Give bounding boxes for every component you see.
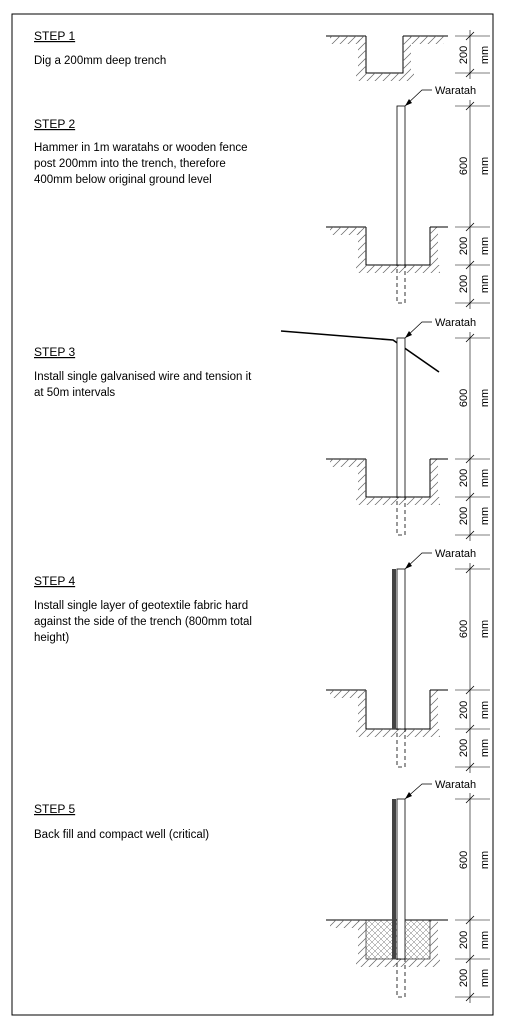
step-2: STEP 2 Hammer in 1m waratahs or wooden f… [34,85,491,309]
waratah-post [396,798,406,998]
step-1-line-1: Dig a 200mm deep trench [34,55,166,67]
step-4: STEP 4 Install single layer of geotextil… [34,548,491,773]
dimension-unit: mm [479,931,491,949]
waratah-post [396,337,406,536]
step-1: STEP 1 Dig a 200mm deep trench 200 mm [34,29,491,81]
dimension-unit: mm [479,739,491,757]
step-2-line-2: post 200mm into the trench, therefore [34,158,226,170]
trench-drawing [326,689,448,737]
dimension-value: 200 [458,237,470,255]
dimension-value: 600 [458,157,470,175]
backfilled-trench-drawing [326,919,448,967]
dimension-unit: mm [479,275,491,293]
dimension-unit: mm [479,969,491,987]
dimension-200: 200 mm [455,30,491,79]
waratah-callout: Waratah [404,779,476,800]
step-5-title: STEP 5 [34,802,75,816]
step-2-line-3: 400mm below original ground level [34,174,212,186]
dimension-value: 200 [458,701,470,719]
dimension-unit: mm [479,701,491,719]
waratah-label: Waratah [435,317,476,329]
trench-drawing [326,226,448,273]
waratah-callout: Waratah [404,85,476,107]
waratah-callout: Waratah [404,548,476,570]
step-3: STEP 3 Install single galvanised wire an… [34,317,491,541]
dimension-unit: mm [479,46,491,64]
geotextile-fabric [392,799,396,959]
dimension-value: 200 [458,275,470,293]
dimension-value: 200 [458,969,470,987]
geotextile-fabric [392,569,396,729]
dimension-value: 200 [458,739,470,757]
step-3-line-2: at 50m intervals [34,387,115,399]
step-1-title: STEP 1 [34,29,75,43]
step-4-title: STEP 4 [34,574,75,588]
step-4-line-2: against the side of the trench (800mm to… [34,616,252,628]
dimension-value: 200 [458,931,470,949]
dimensions: 600 mm 200 mm 200 mm [455,563,491,773]
dimension-unit: mm [479,237,491,255]
trench-drawing [326,458,448,505]
waratah-post [396,568,406,768]
waratah-post [396,105,406,304]
dimension-unit: mm [479,620,491,638]
trench-drawing [326,35,448,81]
dimension-value: 600 [458,620,470,638]
waratah-label: Waratah [435,548,476,560]
step-2-title: STEP 2 [34,117,75,131]
waratah-label: Waratah [435,779,476,791]
dimensions: 600 mm 200 mm 200 mm [455,793,491,1003]
dimension-unit: mm [479,157,491,175]
dimension-value: 200 [458,507,470,525]
dimensions: 600 mm 200 mm 200 mm [455,332,491,541]
waratah-callout: Waratah [404,317,476,339]
step-4-line-1: Install single layer of geotextile fabri… [34,600,248,612]
waratah-label: Waratah [435,85,476,97]
step-4-line-3: height) [34,632,69,644]
step-2-line-1: Hammer in 1m waratahs or wooden fence [34,142,248,154]
dimension-value: 600 [458,851,470,869]
page-border [11,13,494,1016]
dimension-value: 200 [458,469,470,487]
step-3-line-1: Install single galvanised wire and tensi… [34,371,252,383]
dimension-unit: mm [479,389,491,407]
step-5: STEP 5 Back fill and compact well (criti… [34,779,491,1003]
dimension-unit: mm [479,469,491,487]
dimension-unit: mm [479,851,491,869]
dimension-value: 600 [458,389,470,407]
dimension-value: 200 [458,46,470,64]
galvanised-wire [280,330,440,373]
step-3-title: STEP 3 [34,345,75,359]
dimensions: 600 mm 200 mm 200 mm [455,100,491,309]
step-5-line-1: Back fill and compact well (critical) [34,829,209,841]
dimension-unit: mm [479,507,491,525]
